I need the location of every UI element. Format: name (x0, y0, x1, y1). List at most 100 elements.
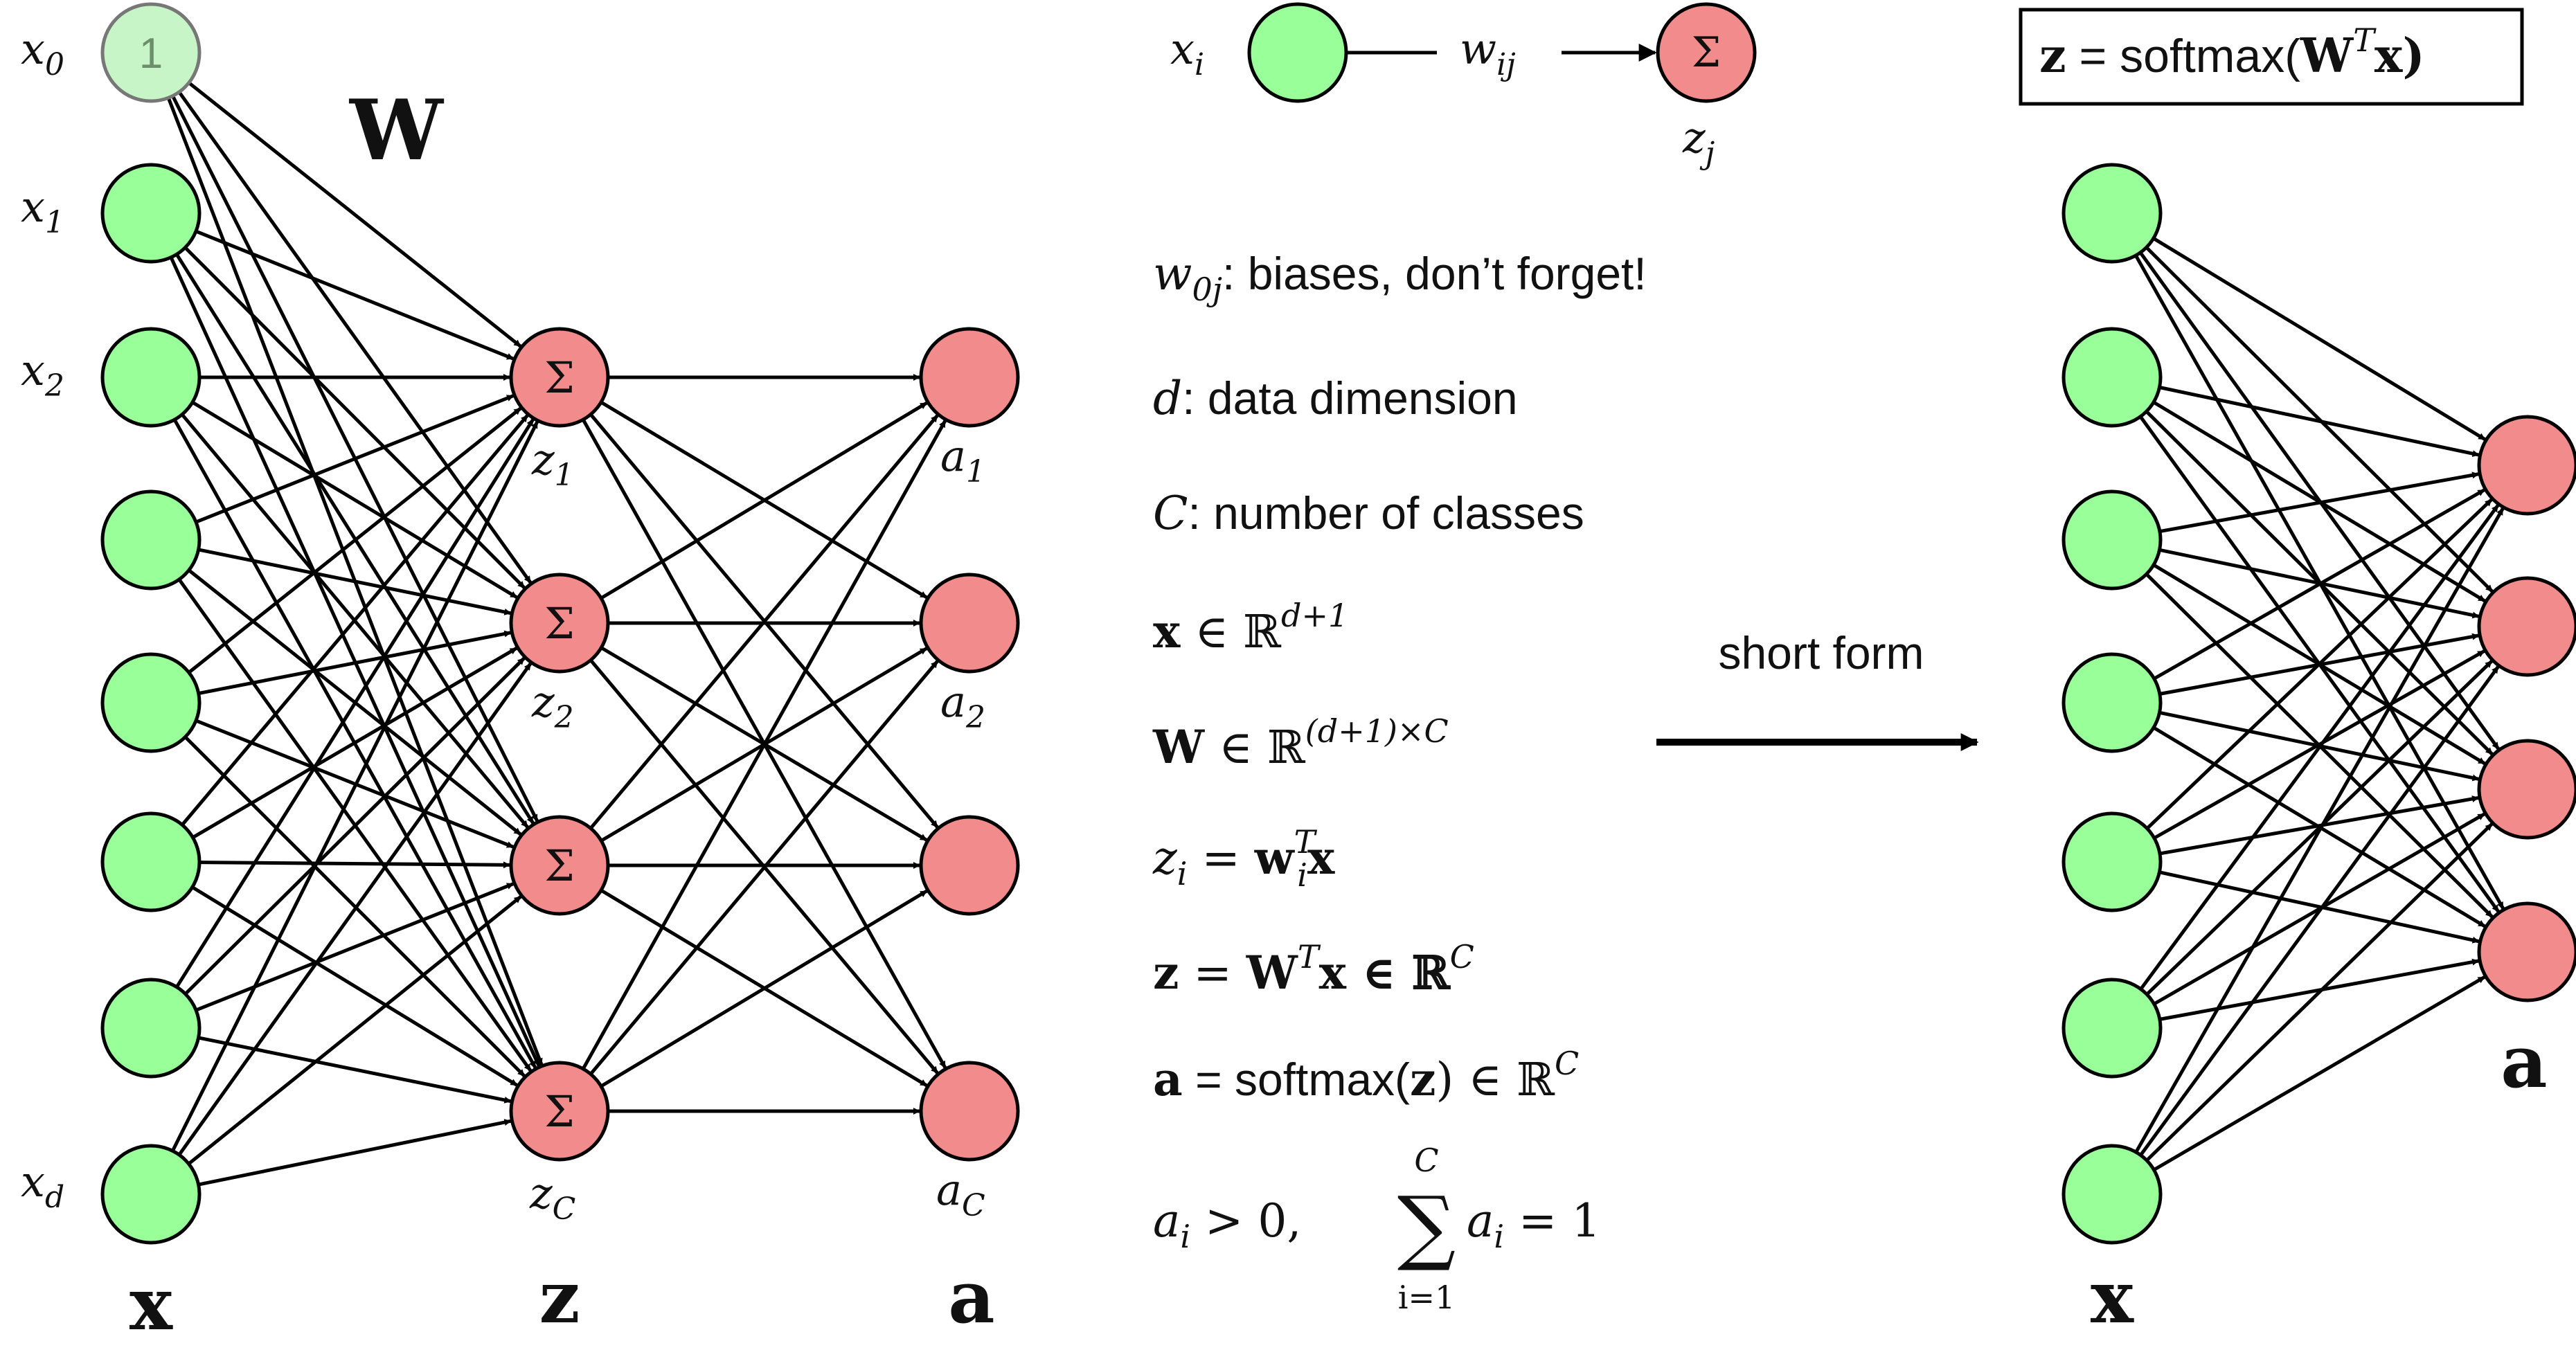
short-output-node-2 (2477, 739, 2576, 840)
edge-x-z-6-3 (198, 1036, 512, 1104)
sum-node-sum-symbol-2: Σ (544, 840, 575, 891)
note-biases: w0j: biases, don’t forget! (1153, 247, 1647, 308)
sum-node-1 (509, 573, 610, 674)
edge-short-x-a-0-0 (2152, 237, 2486, 441)
edge-x-z-7-3 (198, 1119, 512, 1187)
aC-label: aC (936, 1164, 985, 1223)
sum-node-sum-symbol-3: Σ (544, 1086, 575, 1137)
svg-text:ai > 0,: ai > 0, (1153, 1194, 1301, 1255)
short-output-node-3 (2477, 901, 2576, 1002)
edge-short-x-a-2-0 (2159, 471, 2480, 534)
input-node-2 (100, 327, 202, 428)
edges-input-to-sum (166, 81, 544, 1187)
edge-x-z-1-0 (195, 229, 515, 361)
short-output-node-0 (2477, 415, 2576, 516)
a-labels: a1 a2 aC (936, 431, 985, 1223)
edge-x-z-3-1 (198, 548, 512, 615)
z-layer-label: z (539, 1254, 580, 1340)
svg-text:ai = 1: ai = 1 (1467, 1194, 1600, 1255)
sum-node-3 (509, 1061, 610, 1162)
legend-zj-label: zj (1682, 112, 1715, 171)
sum-lower-limit: i=1 (1398, 1279, 1456, 1316)
edge-x-z-6-0 (175, 418, 535, 989)
input-node-4 (100, 652, 202, 753)
edge-x-z-7-0 (171, 421, 539, 1152)
edge-x-z-0-1 (177, 91, 533, 584)
a1-label: a1 (940, 431, 985, 489)
sum-node-0 (509, 327, 610, 428)
note-data-dimension: d: data dimension (1153, 372, 1518, 425)
formula-text: z = softmax(WTx) (2039, 21, 2425, 84)
edge-x-z-6-1 (184, 656, 526, 996)
input-node-1 (100, 163, 202, 264)
edge-x-z-2-1 (191, 400, 518, 600)
edge-x-z-6-2 (195, 882, 515, 1012)
legend-xi-label: xi (1170, 24, 1204, 82)
input-layer-nodes: 1 (100, 2, 202, 1245)
edge-z-a-2-0 (589, 414, 939, 830)
edge-short-x-a-6-3 (2153, 975, 2486, 1171)
short-form-label: short form (1718, 627, 1924, 678)
xd-label: xd (21, 1156, 64, 1215)
short-input-node-3 (2061, 652, 2163, 753)
edges-sum-to-output (581, 374, 947, 1115)
short-form-output-nodes (2477, 415, 2576, 1002)
sum-node-2 (509, 815, 610, 916)
edge-short-x-a-6-2 (2145, 822, 2494, 1162)
edge-x-z-5-2 (199, 861, 511, 869)
short-input-node-5 (2061, 978, 2163, 1079)
edge-x-z-3-0 (195, 394, 515, 524)
legend-input-node (1247, 2, 1348, 103)
input-labels: x0 x1 x2 xd (21, 24, 64, 1215)
short-input-node-0 (2061, 163, 2163, 264)
edge-short-x-a-4-3 (2158, 870, 2480, 944)
zC-label: zC (529, 1168, 575, 1227)
input-node-0 (100, 2, 202, 103)
input-node-5 (100, 811, 202, 912)
edge-z-a-1-0 (600, 401, 928, 600)
note-probability-constraint: ai > 0, C ∑ i=1 ai = 1 (1153, 1142, 1600, 1316)
edge-x-z-7-1 (177, 663, 533, 1156)
x-layer-label: x (129, 1261, 173, 1347)
formula-box-frame (2019, 8, 2524, 106)
output-node-2 (919, 815, 1020, 916)
edge-x-z-4-1 (198, 630, 512, 696)
short-form-a-label: a (2501, 1019, 2547, 1104)
x0-label: x0 (21, 24, 64, 82)
note-number-of-classes: C: number of classes (1153, 487, 1584, 540)
z2-label: z2 (531, 676, 574, 735)
edge-short-x-a-1-0 (2158, 386, 2480, 458)
output-node-3 (919, 1061, 1020, 1162)
output-layer-nodes (919, 327, 1020, 1162)
x1-label: x1 (21, 181, 64, 240)
short-form-arrow: short form (1656, 627, 1979, 751)
edge-z-a-3-0 (581, 420, 947, 1070)
notes-panel: w0j: biases, don’t forget! d: data dimen… (1152, 247, 1647, 1316)
edge-x-z-5-3 (191, 885, 518, 1087)
edge-short-x-a-4-0 (2145, 498, 2493, 830)
short-input-node-6 (2061, 1144, 2163, 1245)
edge-short-x-a-6-0 (2134, 507, 2505, 1153)
legend-sum-node (1656, 2, 1757, 103)
short-form-input-nodes (2061, 163, 2163, 1245)
edge-x-z-0-0 (188, 81, 522, 348)
short-input-node-2 (2061, 489, 2163, 591)
edge-x-z-5-1 (192, 647, 518, 839)
edge-short-x-a-5-0 (2139, 504, 2500, 991)
output-node-1 (919, 573, 1020, 674)
z1-label: z1 (531, 434, 574, 493)
short-output-node-1 (2477, 576, 2576, 677)
short-input-node-1 (2061, 327, 2163, 428)
sum-node-sum-symbol-0: Σ (544, 352, 575, 403)
edge-short-x-a-3-0 (2153, 488, 2485, 681)
edge-z-a-3-2 (600, 889, 928, 1088)
note-z-vector: z = WTx ∈ ℝC (1153, 938, 1474, 1000)
note-softmax: a = softmax(z) ∈ ℝC (1153, 1045, 1579, 1106)
short-input-node-4 (2061, 811, 2163, 912)
input-node-7 (100, 1144, 202, 1245)
bias-node-value: 1 (139, 30, 163, 78)
note-w-space: W ∈ ℝ(d+1)×C (1152, 712, 1449, 774)
x2-label: x2 (21, 345, 64, 404)
